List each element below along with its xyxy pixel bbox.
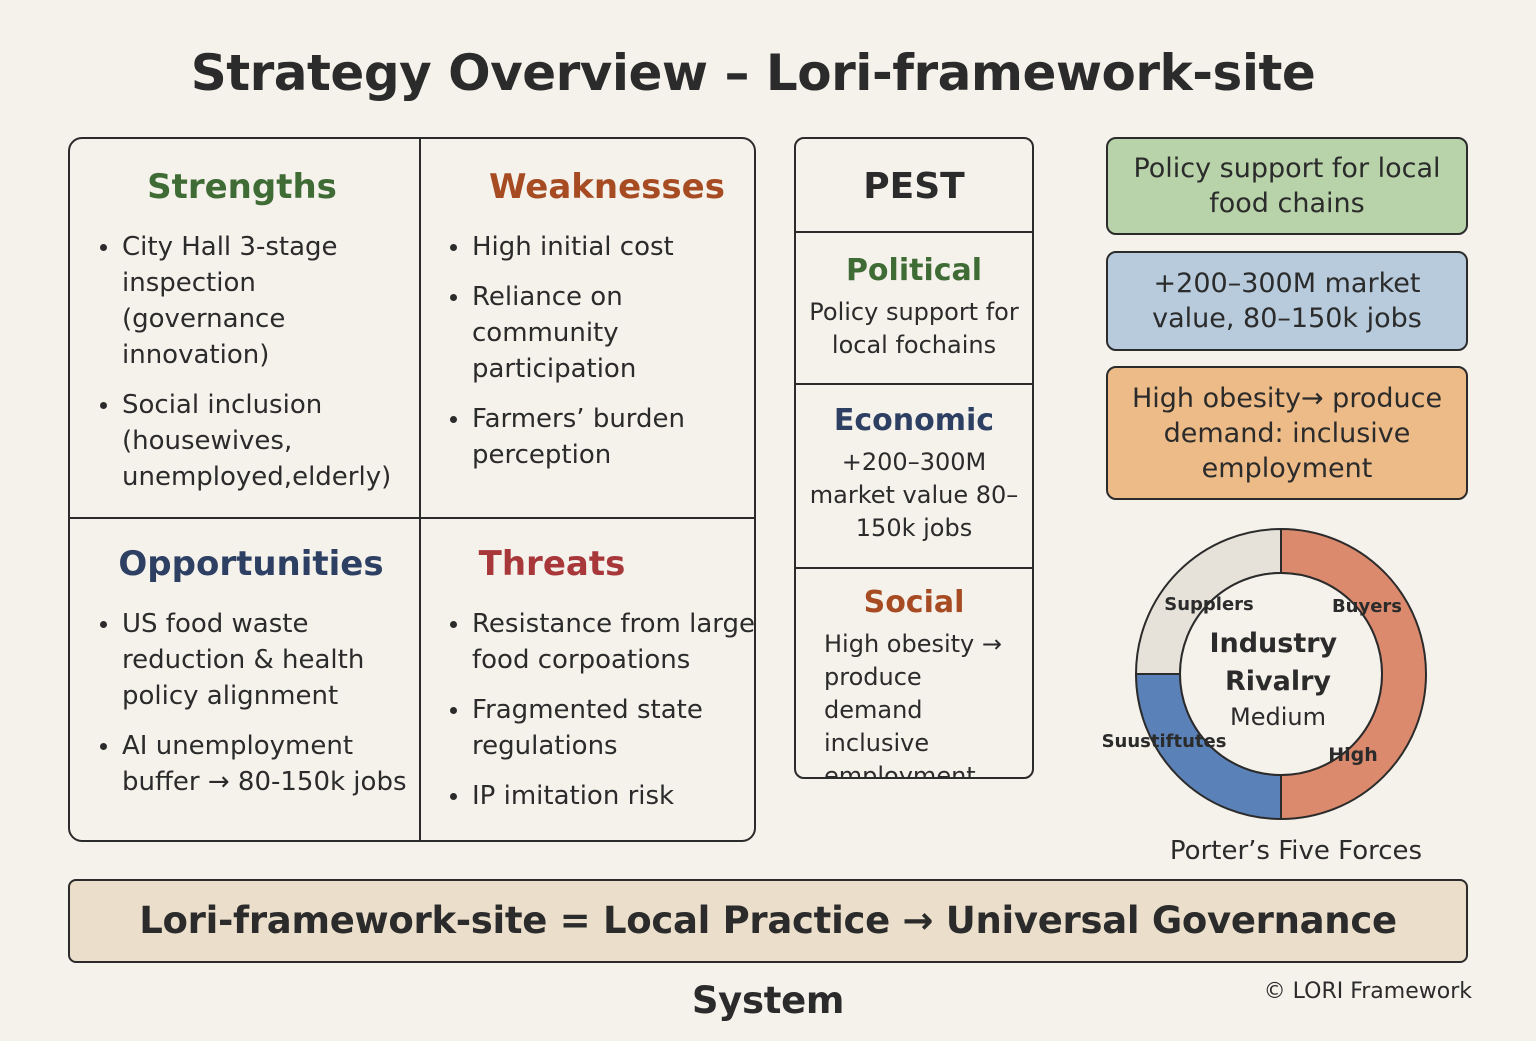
high-label: High	[1328, 744, 1378, 766]
pest-political-text: Policy support for local fochains	[809, 298, 1019, 359]
obesity-demand-box: High obesity→ produce demand: inclusive …	[1106, 366, 1468, 500]
pest-social-title: Social	[863, 585, 965, 620]
opportunities-title: Opportunities	[118, 544, 384, 584]
pest-economic-text: +200–300M market value 80–150k jobs	[809, 448, 1019, 542]
buyers-label: Buyers	[1332, 596, 1402, 617]
weaknesses-title: Weaknesses	[489, 167, 725, 207]
pest-panel: PEST Political Policy support for local …	[794, 137, 1034, 779]
threats-quadrant: Threats Resistance from large food corpo…	[438, 544, 756, 828]
swot-horizontal-divider	[70, 517, 754, 519]
summary-banner: Lori-framework-site = Local Practice → U…	[68, 879, 1468, 1022]
suppliers-label: Supplers	[1164, 594, 1254, 615]
weaknesses-quadrant: Weaknesses High initial cost Reliance on…	[438, 167, 756, 487]
rivalry-line-1: Industry	[1209, 628, 1337, 659]
threats-item: Fragmented state regulations	[438, 692, 756, 764]
threats-item: IP imitation risk	[438, 778, 756, 814]
pest-title: PEST	[796, 139, 1032, 233]
copyright-text: © LORI Framework	[1263, 979, 1472, 1004]
strengths-item: Social inclusion (housewives, unemployed…	[88, 387, 418, 495]
weaknesses-item: High initial cost	[438, 229, 756, 265]
opportunities-item: US food waste reduction & health policy …	[88, 606, 418, 714]
threats-item: Resistance from large food corpoations	[438, 606, 756, 678]
strengths-quadrant: Strengths City Hall 3-stage inspection (…	[88, 167, 418, 509]
swot-matrix: Strengths City Hall 3-stage inspection (…	[68, 137, 756, 842]
substitutes-label: Suustiftutes	[1102, 731, 1227, 752]
porter-donut-chart: Supplers Buyers Suustiftutes High Indust…	[1102, 527, 1427, 821]
industry-rivalry-title: Industry Rivalry	[1209, 628, 1346, 697]
pest-political-section: Political Policy support for local focha…	[796, 231, 1032, 385]
strengths-item: City Hall 3-stage inspection (governance…	[88, 229, 418, 373]
donut-center	[1179, 572, 1383, 776]
opportunities-item: AI unemployment buffer → 80-150k jobs	[88, 728, 418, 800]
opportunities-quadrant: Opportunities US food waste reduction & …	[88, 544, 418, 814]
weaknesses-item: Farmers’ burden perception	[438, 401, 756, 473]
pest-economic-section: Economic +200–300M market value 80–150k …	[796, 383, 1032, 569]
policy-support-box: Policy support for local food chains	[1106, 137, 1468, 235]
threats-title: Threats	[478, 544, 626, 584]
swot-vertical-divider	[419, 139, 421, 840]
page-title: Strategy Overview – Lori-framework-site	[190, 44, 1316, 102]
porter-title: Porter’s Five Forces	[1169, 836, 1423, 866]
rivalry-line-2: Rivalry	[1225, 666, 1331, 697]
weaknesses-item: Reliance on community participation	[438, 279, 756, 387]
strengths-list: City Hall 3-stage inspection (governance…	[88, 229, 418, 495]
threats-list: Resistance from large food corpoations F…	[438, 606, 756, 814]
market-value-box: +200–300M market value, 80–150k jobs	[1106, 251, 1468, 351]
pest-social-text: High obesity → produce demand inclusive …	[824, 630, 1002, 779]
weaknesses-list: High initial cost Reliance on community …	[438, 229, 756, 473]
pest-political-title: Political	[845, 253, 983, 288]
strengths-title: Strengths	[147, 167, 337, 207]
pest-social-section: Social High obesity → produce demand inc…	[796, 567, 1032, 777]
rivalry-level: Medium	[1230, 703, 1326, 731]
opportunities-list: US food waste reduction & health policy …	[88, 606, 418, 800]
pest-economic-title: Economic	[833, 403, 995, 438]
